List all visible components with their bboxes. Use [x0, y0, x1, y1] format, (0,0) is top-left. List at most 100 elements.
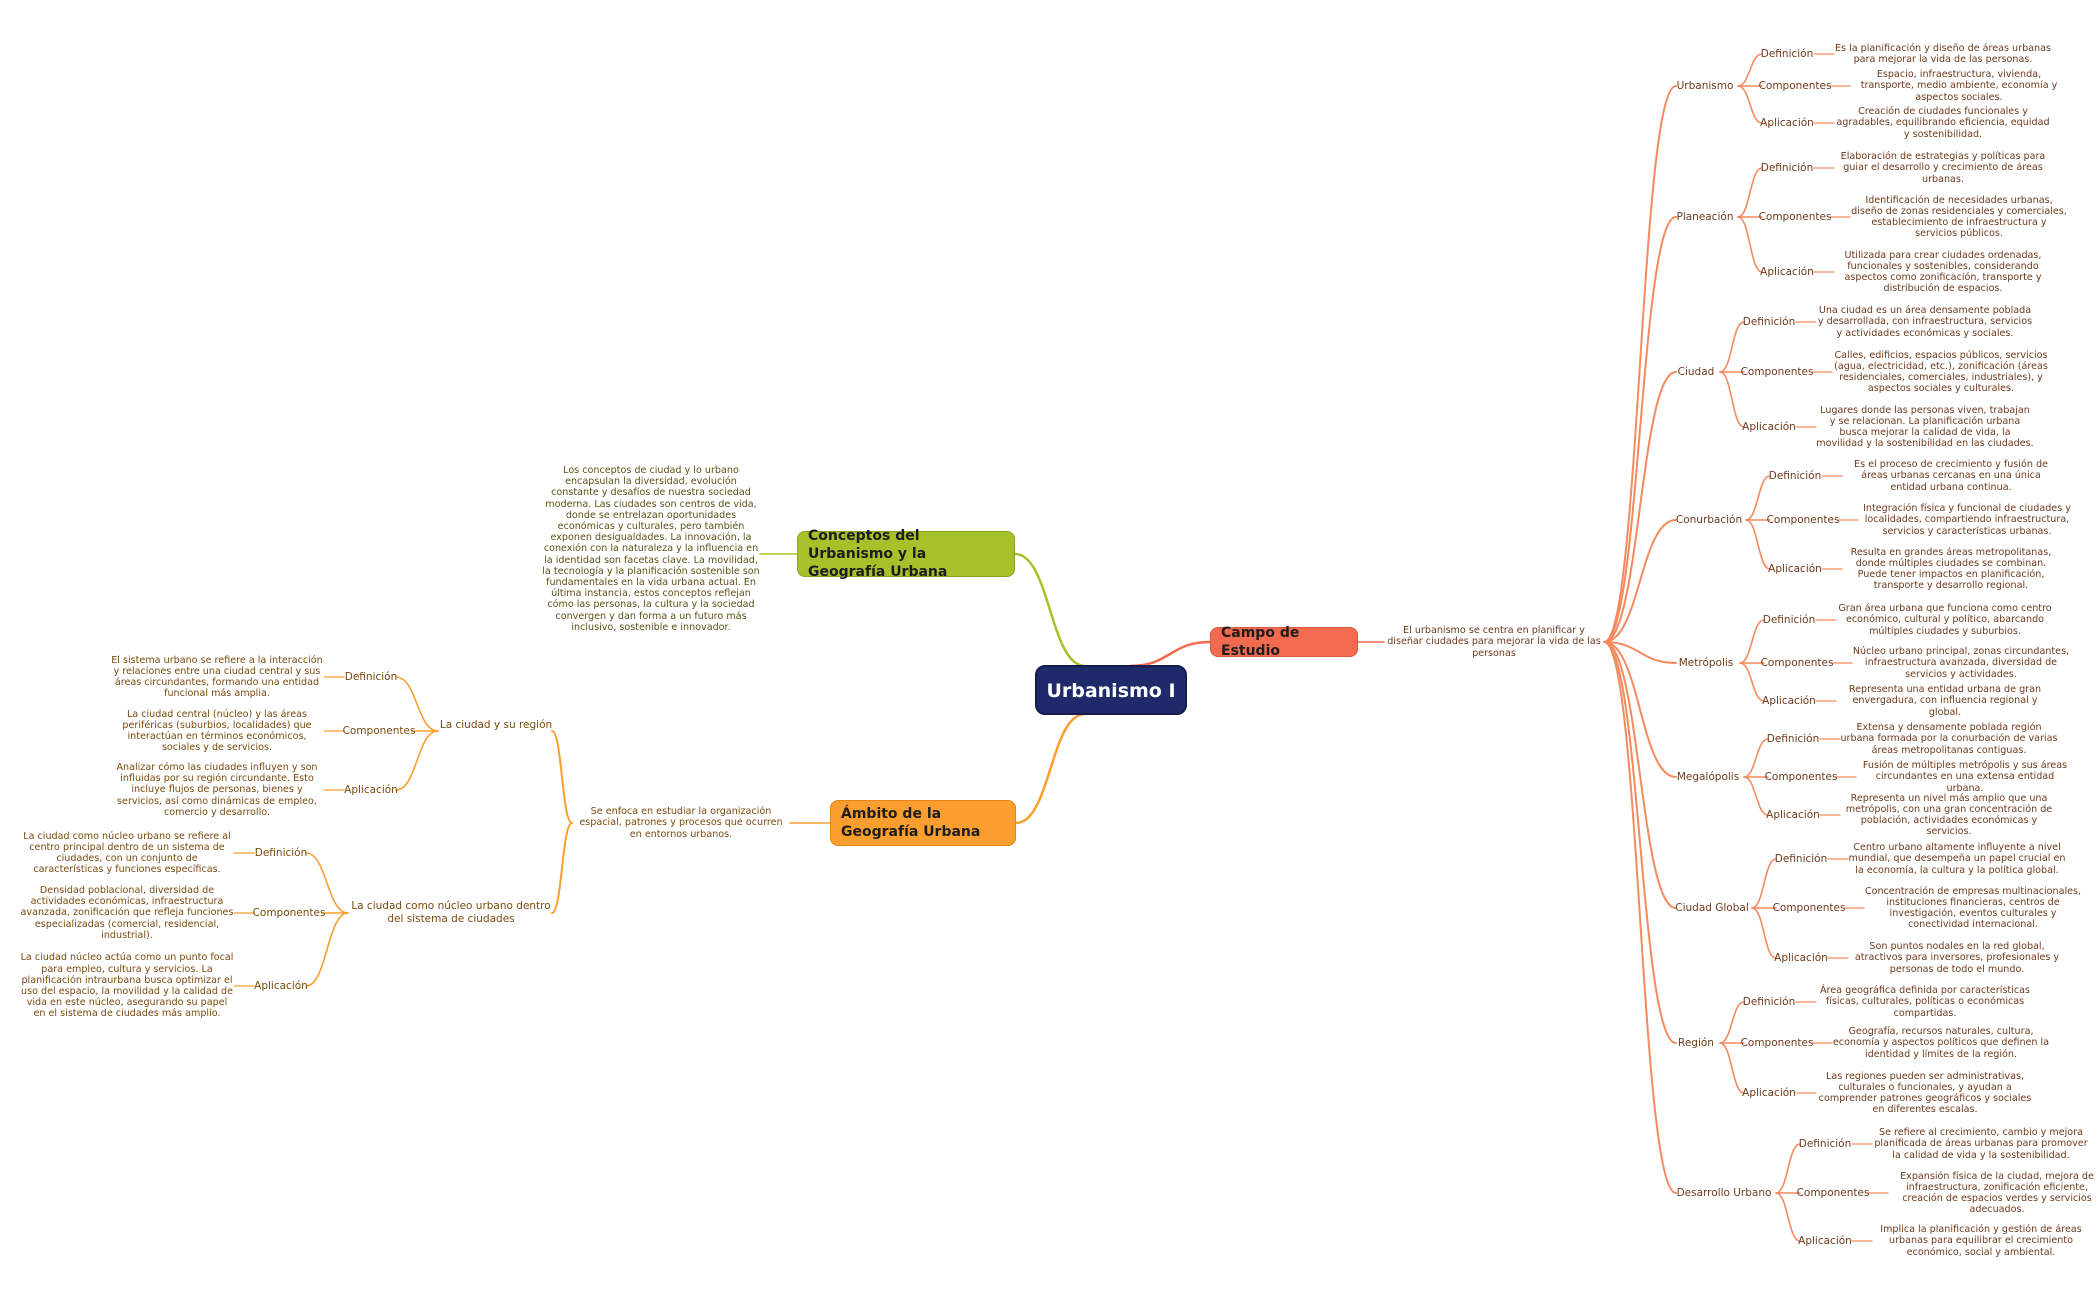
ciudad-global-componentes-label[interactable]: Componentes — [1772, 902, 1846, 914]
conceptos-description: Los conceptos de ciudad y lo urbano enca… — [542, 464, 760, 633]
metropolis-aplicacion-text: Representa una entidad urbana de gran en… — [1848, 684, 2042, 718]
desarrollo-urbano-definicion-label[interactable]: Definición — [1798, 1138, 1852, 1150]
wire-planeacion-definicion — [1737, 167, 1763, 218]
wire-megalopolis-aplicacion — [1743, 776, 1769, 816]
ciudad-global-aplicacion-text: Son puntos nodales en la red global, atr… — [1854, 941, 2060, 975]
ciudad-global-definicion-text: Centro urbano altamente influyente a niv… — [1848, 842, 2066, 876]
ciudad-componentes-text: Calles, edificios, espacios públicos, se… — [1834, 349, 2048, 395]
desarrollo-urbano-definicion-text: Se refiere al crecimiento, cambio y mejo… — [1874, 1127, 2088, 1161]
planeacion-aplicacion-label[interactable]: Aplicación — [1760, 266, 1814, 278]
wire-topic-planeacion — [1603, 216, 1677, 643]
ambito-1-aplicacion-label[interactable]: Aplicación — [344, 784, 398, 796]
ciudad-aplicacion-text: Lugares donde las personas viven, trabaj… — [1816, 404, 2034, 450]
wire-megalopolis-definicion — [1743, 738, 1769, 778]
region-aplicacion-label[interactable]: Aplicación — [1742, 1087, 1796, 1099]
ciudad-global-aplicacion-label[interactable]: Aplicación — [1774, 952, 1828, 964]
urbanismo-componentes-label[interactable]: Componentes — [1758, 80, 1832, 92]
wire-topic-ciudad — [1603, 371, 1677, 643]
ambito-1-definicion-label[interactable]: Definición — [344, 671, 398, 683]
wire-topic-urbanismo — [1603, 85, 1677, 643]
megalopolis-definicion-text: Extensa y densamente poblada región urba… — [1840, 722, 2058, 756]
topic-planeacion[interactable]: Planeación — [1676, 211, 1734, 223]
wire-ambito-topic-1 — [551, 730, 573, 824]
ambito-2-definicion-label[interactable]: Definición — [254, 847, 308, 859]
branch-conceptos[interactable]: Conceptos del Urbanismo y la Geografía U… — [797, 528, 1015, 580]
topic-ciudad-global[interactable]: Ciudad Global — [1675, 902, 1749, 914]
desarrollo-urbano-aplicacion-label[interactable]: Aplicación — [1798, 1235, 1852, 1247]
wire-ambito-1-aplicacion — [395, 730, 439, 791]
urbanismo-definicion-label[interactable]: Definición — [1760, 48, 1814, 60]
wire-topic-desarrollo-urbano — [1603, 641, 1677, 1194]
megalopolis-definicion-label[interactable]: Definición — [1766, 733, 1820, 745]
wire-metropolis-aplicacion — [1739, 662, 1765, 702]
wire-urbanismo-aplicacion — [1737, 85, 1763, 124]
wire-planeacion-aplicacion — [1737, 216, 1763, 273]
topic-metropolis[interactable]: Metrópolis — [1678, 657, 1734, 669]
planeacion-aplicacion-text: Utilizada para crear ciudades ordenadas,… — [1844, 249, 2042, 295]
wire-desarrollo-urbano-aplicacion — [1775, 1192, 1801, 1242]
ambito-2-definicion-text: La ciudad como núcleo urbano se refiere … — [23, 830, 231, 876]
topic-megalopolis[interactable]: Megalópolis — [1676, 771, 1740, 783]
conurbacion-definicion-text: Es el proceso de crecimiento y fusión de… — [1854, 459, 2048, 493]
urbanismo-aplicacion-label[interactable]: Aplicación — [1760, 117, 1814, 129]
ambito-1-componentes-label[interactable]: Componentes — [342, 725, 416, 737]
region-definicion-text: Área geográfica definida por característ… — [1819, 985, 2030, 1019]
wire-conurbacion-aplicacion — [1745, 519, 1771, 570]
ambito-topic-1[interactable]: La ciudad y su región — [439, 719, 553, 731]
topic-region[interactable]: Región — [1678, 1037, 1714, 1049]
conurbacion-componentes-label[interactable]: Componentes — [1766, 514, 1840, 526]
megalopolis-componentes-label[interactable]: Componentes — [1764, 771, 1838, 783]
ambito-topic-2[interactable]: La ciudad como núcleo urbano dentro del … — [351, 900, 551, 925]
conurbacion-definicion-label[interactable]: Definición — [1768, 470, 1822, 482]
ambito-2-componentes-label[interactable]: Componentes — [252, 907, 326, 919]
topic-ciudad[interactable]: Ciudad — [1677, 366, 1715, 378]
desarrollo-urbano-componentes-label[interactable]: Componentes — [1796, 1187, 1870, 1199]
branch-campo-de-estudio[interactable]: Campo de Estudio — [1210, 625, 1358, 659]
metropolis-aplicacion-label[interactable]: Aplicación — [1762, 695, 1816, 707]
metropolis-componentes-label[interactable]: Componentes — [1760, 657, 1834, 669]
ambito-2-aplicacion-label[interactable]: Aplicación — [254, 980, 308, 992]
wire-ambito-2-aplicacion — [305, 912, 349, 987]
wire-metropolis-definicion — [1739, 619, 1765, 664]
ambito-1-componentes-text: La ciudad central (núcleo) y las áreas p… — [122, 708, 312, 754]
ambito-1-definicion-text: El sistema urbano se refiere a la intera… — [111, 654, 323, 700]
wire-ambito-topic-2 — [551, 822, 573, 914]
wire-topic-conurbacion — [1603, 519, 1677, 643]
metropolis-definicion-text: Gran área urbana que funciona como centr… — [1838, 603, 2052, 637]
wire-region-aplicacion — [1719, 1042, 1745, 1094]
region-componentes-label[interactable]: Componentes — [1740, 1037, 1814, 1049]
region-definicion-label[interactable]: Definición — [1742, 996, 1796, 1008]
topic-urbanismo[interactable]: Urbanismo — [1676, 80, 1734, 92]
conurbacion-aplicacion-label[interactable]: Aplicación — [1768, 563, 1822, 575]
wire-root-conceptos — [1013, 552, 1087, 668]
region-aplicacion-text: Las regiones pueden ser administrativas,… — [1818, 1070, 2032, 1116]
wire-topic-ciudad-global — [1603, 641, 1677, 909]
desarrollo-urbano-componentes-text: Expansión física de la ciudad, mejora de… — [1900, 1170, 2094, 1216]
ciudad-definicion-text: Una ciudad es un área densamente poblada… — [1817, 305, 2033, 339]
root-node[interactable]: Urbanismo I — [1035, 665, 1187, 715]
topic-conurbacion[interactable]: Conurbación — [1675, 514, 1743, 526]
desarrollo-urbano-aplicacion-text: Implica la planificación y gestión de ár… — [1880, 1224, 2082, 1258]
branch-ambito[interactable]: Ámbito de la Geografía Urbana — [830, 800, 1016, 846]
ciudad-aplicacion-label[interactable]: Aplicación — [1742, 421, 1796, 433]
planeacion-componentes-label[interactable]: Componentes — [1758, 211, 1832, 223]
metropolis-definicion-label[interactable]: Definición — [1762, 614, 1816, 626]
wire-desarrollo-urbano-definicion — [1775, 1143, 1801, 1194]
wire-root-campo — [1128, 640, 1212, 668]
ciudad-global-definicion-label[interactable]: Definición — [1774, 853, 1828, 865]
wire-ciudad-global-definicion — [1751, 858, 1777, 909]
wire-topic-region — [1603, 641, 1677, 1044]
ambito-description: Se enfoca en estudiar la organización es… — [579, 806, 783, 840]
planeacion-definicion-text: Elaboración de estrategias y políticas p… — [1840, 151, 2046, 185]
ciudad-definicion-label[interactable]: Definición — [1742, 316, 1796, 328]
planeacion-definicion-label[interactable]: Definición — [1760, 162, 1814, 174]
wire-ciudad-global-aplicacion — [1751, 907, 1777, 959]
wire-conurbacion-definicion — [1745, 475, 1771, 521]
ciudad-componentes-label[interactable]: Componentes — [1740, 366, 1814, 378]
megalopolis-aplicacion-label[interactable]: Aplicación — [1766, 809, 1820, 821]
topic-desarrollo-urbano[interactable]: Desarrollo Urbano — [1676, 1187, 1772, 1199]
urbanismo-aplicacion-text: Creación de ciudades funcionales y agrad… — [1836, 106, 2050, 140]
wire-ambito-2-definicion — [305, 852, 349, 914]
region-componentes-text: Geografía, recursos naturales, cultura, … — [1832, 1026, 2050, 1060]
